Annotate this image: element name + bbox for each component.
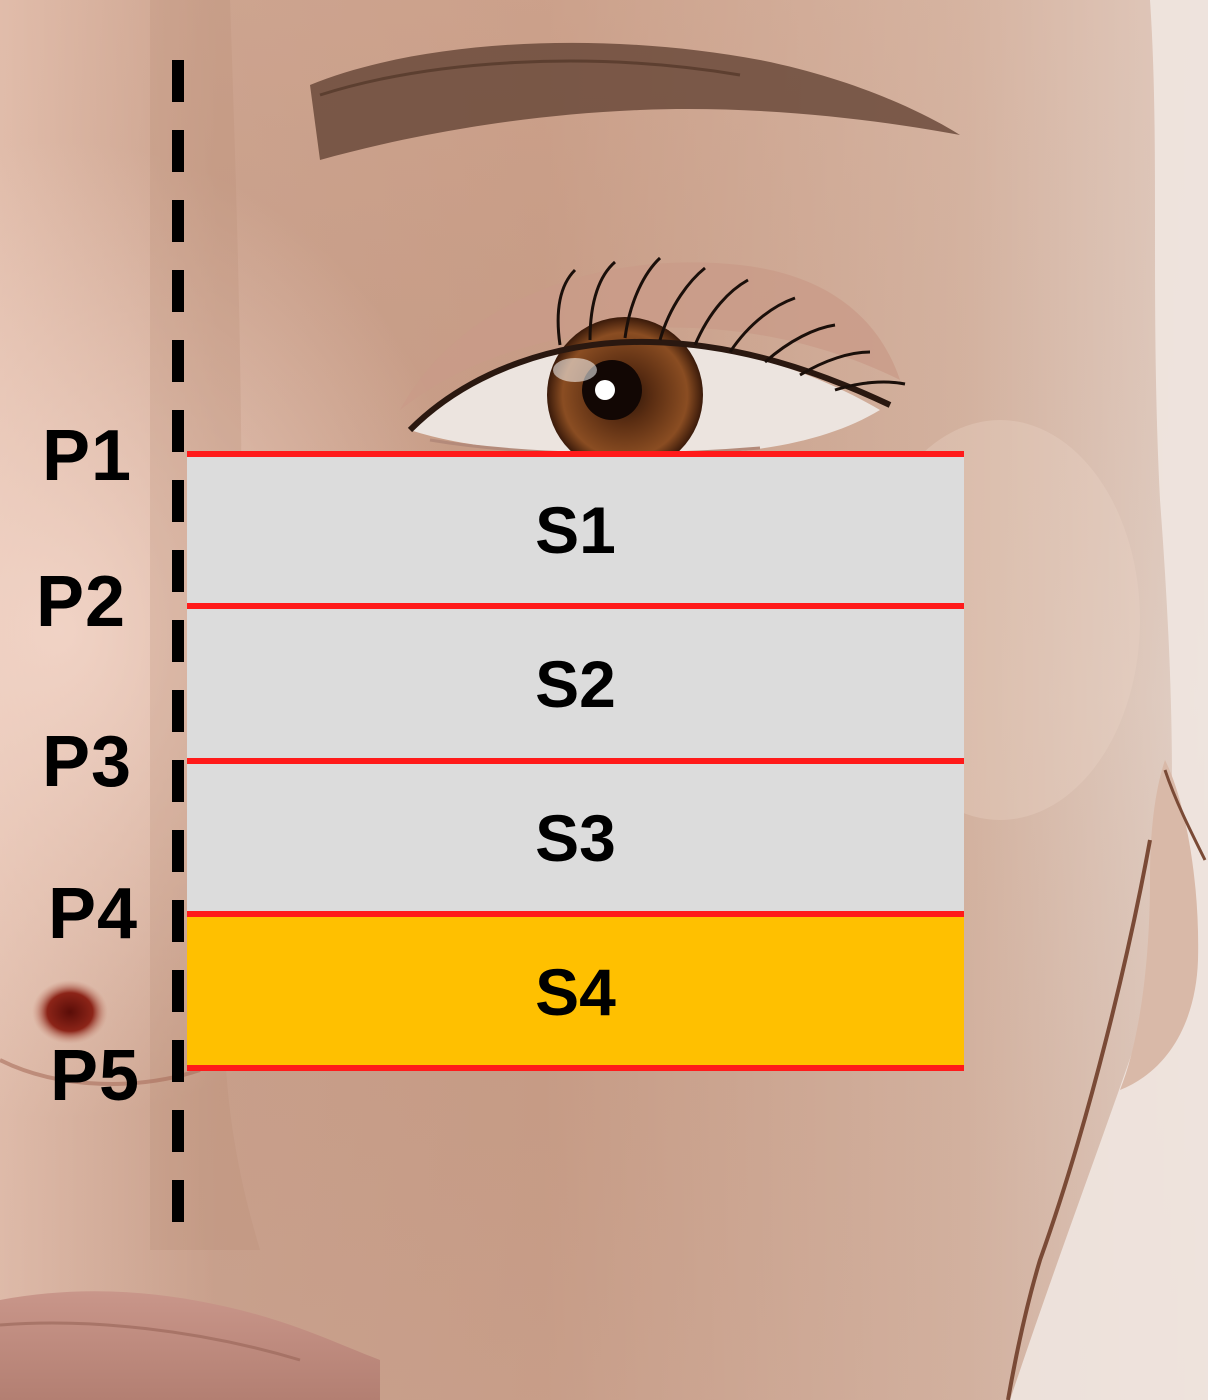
point-label-p2: P2 [36,566,126,638]
segment-s4-highlighted: S4 [187,916,964,1068]
segment-s2: S2 [187,608,964,760]
point-label-p5: P5 [50,1040,140,1112]
point-label-p1: P1 [42,420,132,492]
point-label-p3: P3 [42,726,132,798]
segment-s3-label: S3 [535,800,616,876]
segment-s1: S1 [187,455,964,605]
segment-s4-label: S4 [535,954,616,1030]
boundary-line-p1 [187,451,964,457]
point-label-p4: P4 [48,878,138,950]
boundary-line-p2 [187,603,964,609]
boundary-line-p4 [187,911,964,917]
segment-s3: S3 [187,763,964,913]
segment-s2-label: S2 [535,646,616,722]
segment-s1-label: S1 [535,492,616,568]
boundary-line-p3 [187,758,964,764]
boundary-line-p5 [187,1065,964,1071]
